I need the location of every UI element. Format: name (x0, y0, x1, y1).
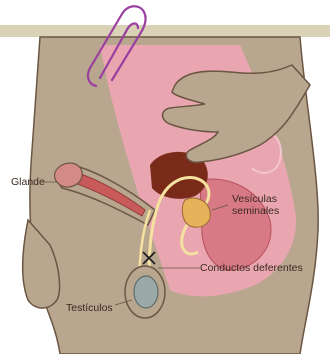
label-testicles: Testículos (66, 302, 113, 314)
glans-tip (55, 163, 83, 187)
label-seminal-vesicles: Vesículas seminales (232, 193, 302, 217)
label-glans: Glande (11, 176, 45, 188)
testicle (134, 276, 158, 308)
label-vas-deferens: Conductos deferentes (200, 262, 303, 274)
top-band (0, 25, 330, 37)
